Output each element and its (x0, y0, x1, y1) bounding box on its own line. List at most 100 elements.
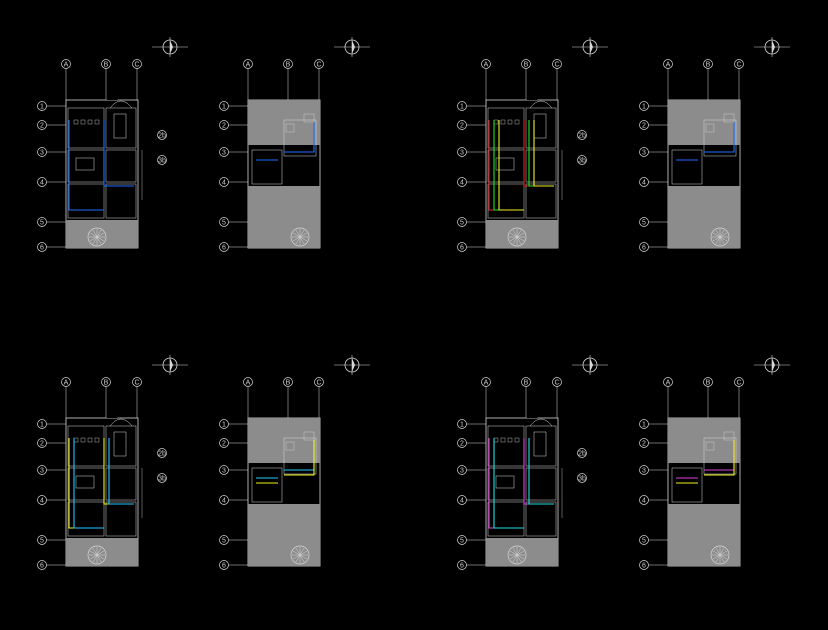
grid-bubble (639, 101, 649, 111)
furniture-chair (94, 437, 100, 443)
dining-room (487, 467, 525, 501)
sink (303, 431, 315, 441)
grid-label: A (246, 380, 251, 387)
grid-bubble (37, 242, 47, 252)
grid-label: 3 (642, 468, 646, 475)
grid-bubble (37, 147, 47, 157)
north-arrow-icon (754, 37, 790, 57)
garage (105, 425, 137, 467)
grid-bubble (37, 217, 47, 227)
grid-bubble (639, 465, 649, 475)
furniture-chair (493, 437, 499, 443)
grid-label: 1 (40, 422, 44, 429)
grid-bubble (457, 560, 467, 570)
grid-label: 2b (578, 133, 586, 140)
grid-bubble (457, 495, 467, 505)
living-room (67, 107, 105, 149)
bedroom-upper (251, 467, 283, 503)
dining-table (495, 475, 515, 489)
grid-label: 6 (40, 245, 44, 252)
gate-arc (529, 418, 553, 427)
tree-branch (292, 550, 301, 556)
tree-branch (92, 554, 98, 563)
tree-branch (96, 554, 105, 560)
grid-label: 4 (642, 498, 646, 505)
tree-branch (299, 229, 305, 238)
north-arrow-head (352, 358, 355, 372)
grid-bubble (663, 59, 673, 69)
tree-branch (516, 229, 522, 238)
tree-branch (295, 547, 301, 556)
grid-label: 4 (40, 498, 44, 505)
north-arrow-icon (152, 355, 188, 375)
grid-label: 3 (460, 150, 464, 157)
tree-icon (507, 227, 527, 247)
bedroom (67, 501, 105, 537)
grid-bubble (734, 377, 744, 387)
tree-branch (96, 547, 102, 556)
grid-bubble (219, 495, 229, 505)
grid-bubble (157, 130, 167, 140)
installation-run (256, 122, 315, 161)
grid-bubble (639, 217, 649, 227)
installation-run (68, 120, 134, 211)
grid-bubble (639, 495, 649, 505)
tree-branch (516, 550, 525, 556)
grid-bubble (219, 101, 229, 111)
grid-label: 1 (222, 104, 226, 111)
furniture-chair (73, 119, 79, 125)
grid-label: 3 (40, 150, 44, 157)
tree-branch (292, 554, 301, 560)
tree-branch (512, 547, 518, 556)
grid-label: B (706, 380, 711, 387)
furniture-chair (514, 437, 520, 443)
grid-label: 3b (578, 158, 586, 165)
tree-branch (516, 236, 525, 242)
tree-branch (295, 236, 301, 245)
tree-branch (96, 554, 102, 563)
furniture-chair (80, 119, 86, 125)
tree-branch (719, 547, 725, 556)
grid-bubble (552, 377, 562, 387)
tree-branch (715, 554, 721, 563)
dining-table (75, 475, 95, 489)
dining-room (67, 467, 105, 501)
grid-bubble (101, 377, 111, 387)
furniture-chair (87, 119, 93, 125)
bedroom (487, 501, 525, 537)
grid-bubble (157, 448, 167, 458)
installation-run (676, 122, 735, 161)
grid-bubble (219, 147, 229, 157)
grid-label: C (554, 62, 559, 69)
grid-label: 1 (460, 422, 464, 429)
grid-label: 6 (642, 245, 646, 252)
grid-bubble (639, 242, 649, 252)
north-arrow-icon (334, 37, 370, 57)
grid-bubble (219, 535, 229, 545)
tree-branch (512, 554, 518, 563)
tree-branch (89, 550, 98, 556)
grid-bubble (457, 419, 467, 429)
furniture-chair (507, 437, 513, 443)
grid-bubble (37, 419, 47, 429)
tree-branch (299, 554, 305, 563)
grid-bubble (639, 535, 649, 545)
tree-branch (712, 550, 721, 556)
grid-label: 1 (222, 422, 226, 429)
grid-label: 6 (642, 563, 646, 570)
grid-bubble (219, 465, 229, 475)
grid-label: B (706, 62, 711, 69)
grid-bubble (457, 147, 467, 157)
service-area (525, 501, 557, 537)
installation-run (498, 120, 554, 211)
grid-label: 2b (158, 133, 166, 140)
garage (525, 107, 557, 149)
grid-bubble (219, 242, 229, 252)
gate-arc (529, 100, 553, 109)
grid-label: B (104, 62, 109, 69)
grid-label: B (524, 62, 529, 69)
furniture-chair (94, 119, 100, 125)
